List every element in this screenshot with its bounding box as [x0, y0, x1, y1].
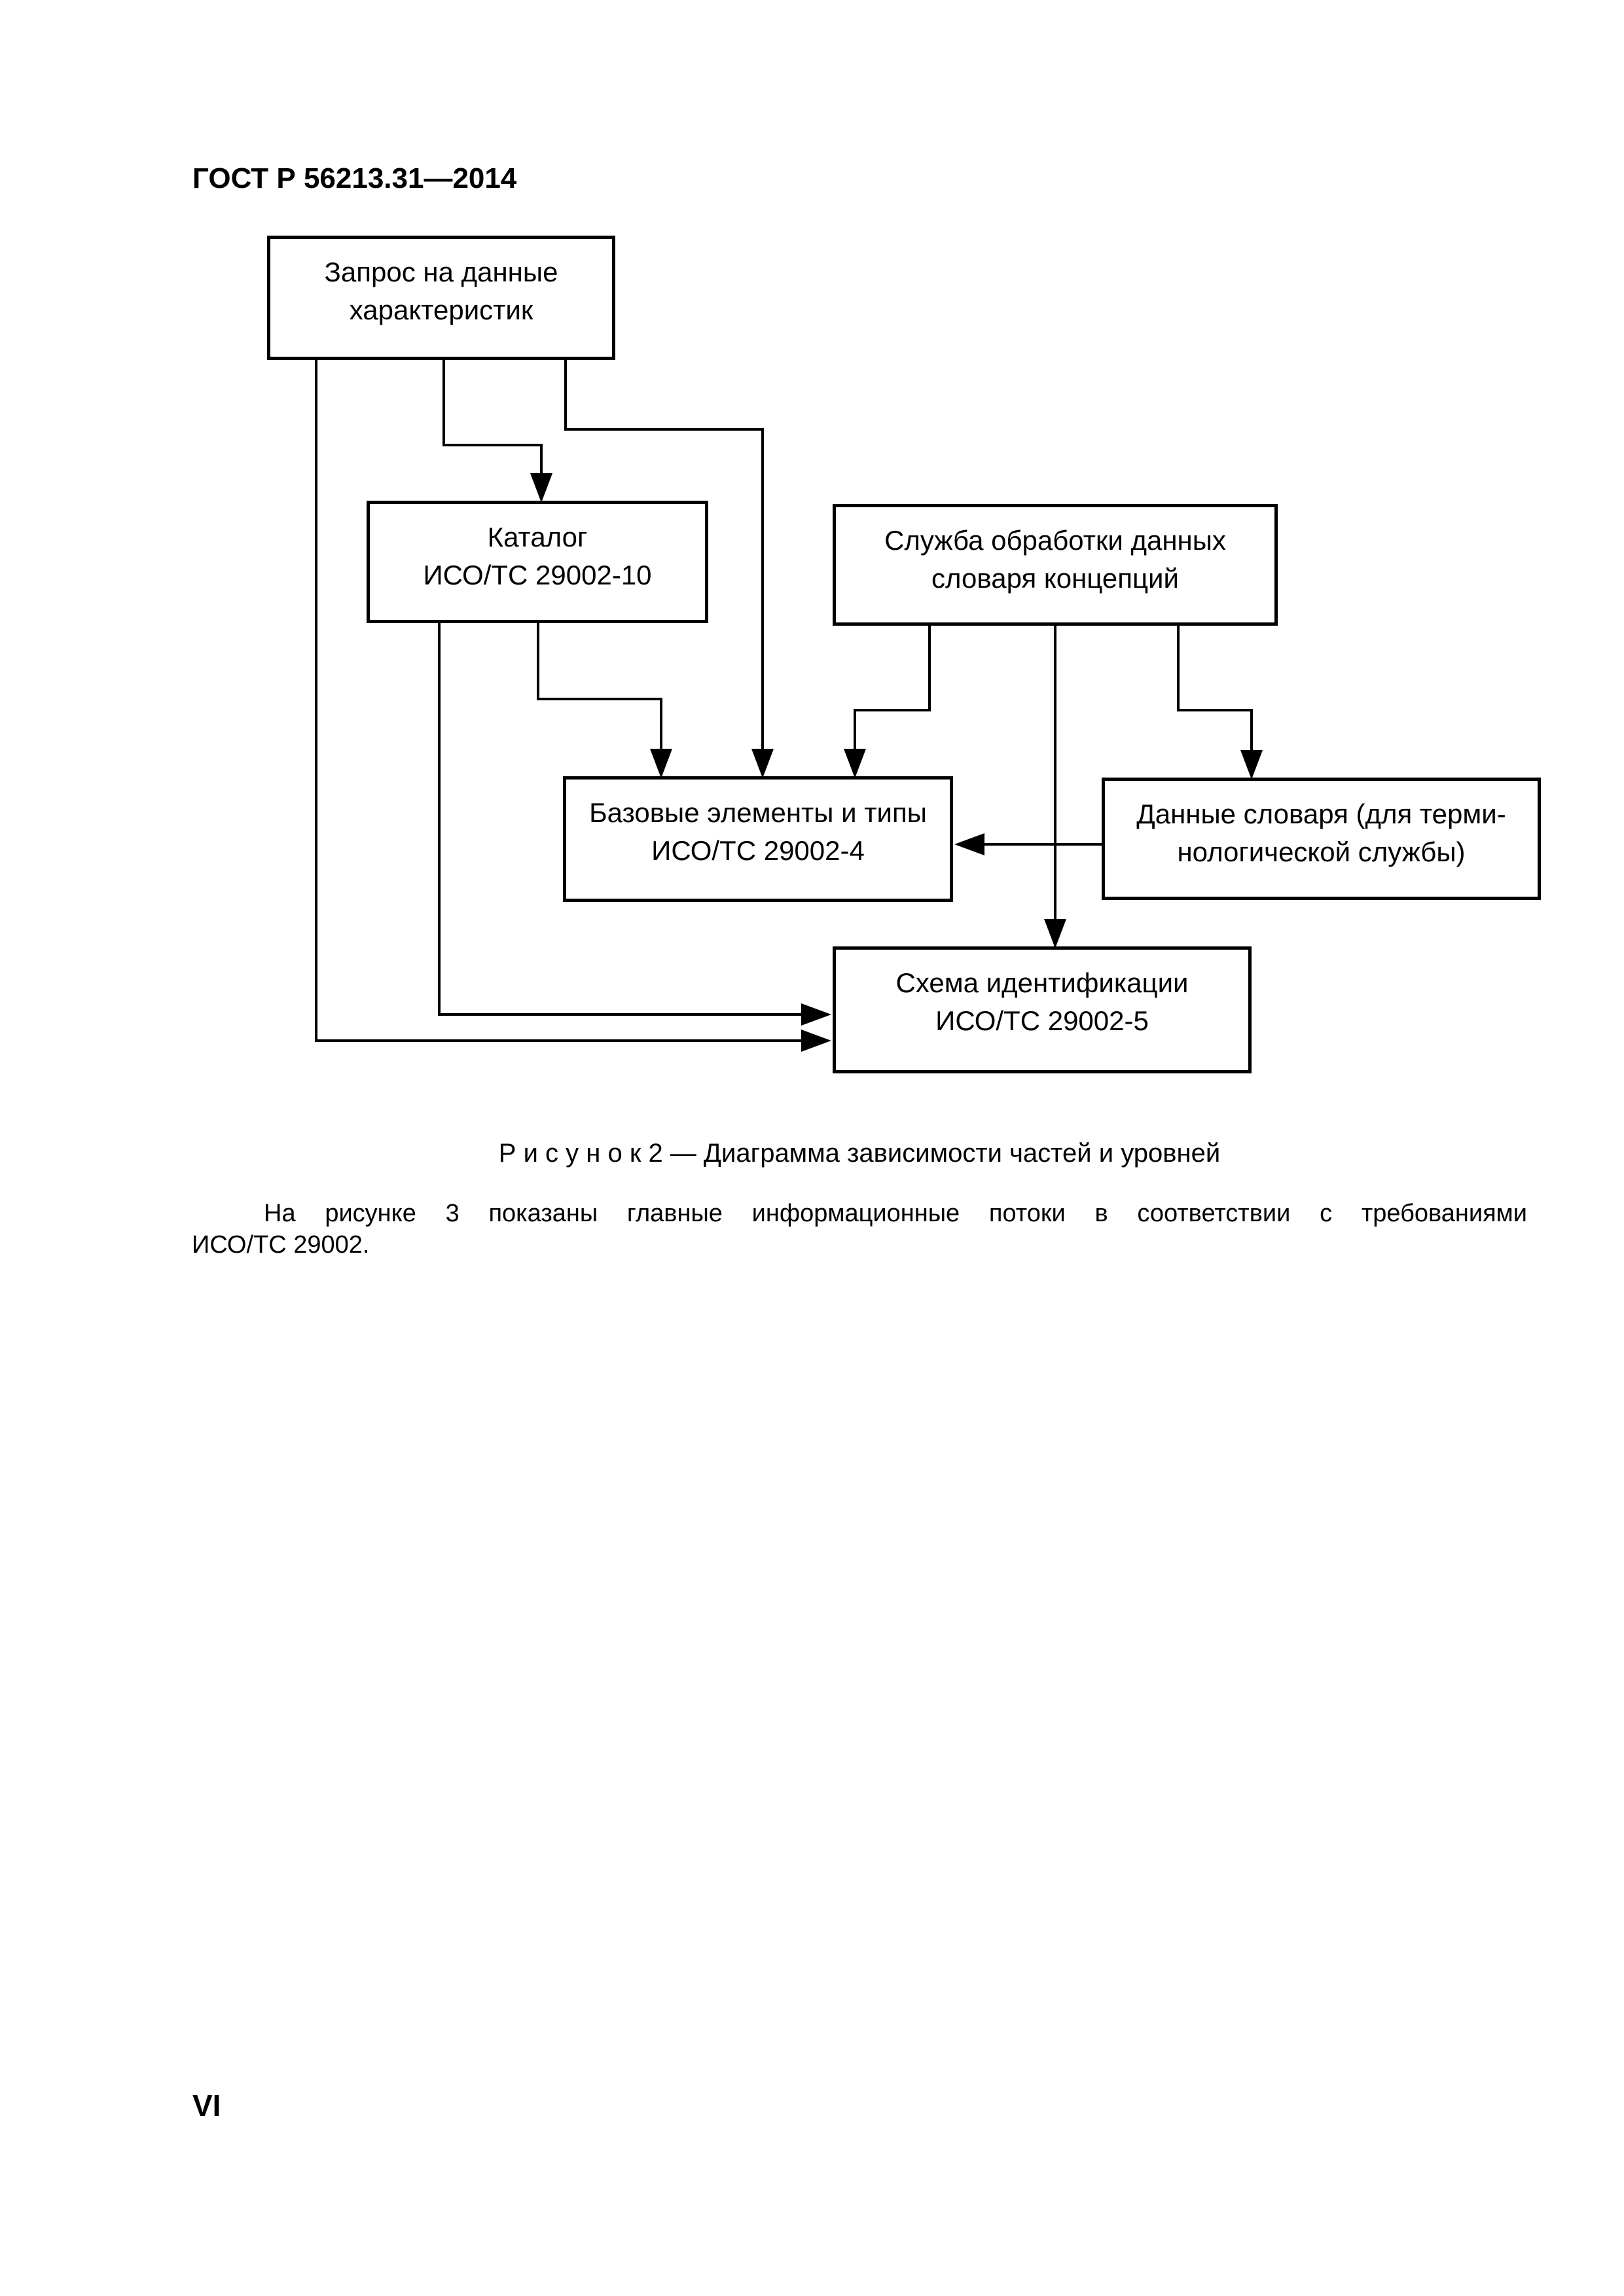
connector-service-to-base-elements [844, 626, 931, 778]
node-dictionary-data-line1: Данные словаря (для терми- [1136, 798, 1506, 829]
connector-dictionary-data-to-base-elements [954, 833, 1103, 855]
connector-service-to-identification [1044, 626, 1066, 948]
node-identification-line1: Схема идентификации [895, 967, 1189, 998]
node-catalog-line1: Каталог [487, 522, 588, 552]
body-paragraph: На рисунке 3 показаны главные информацио… [192, 1198, 1527, 1261]
document-header: ГОСТ Р 56213.31—2014 [192, 162, 517, 194]
node-dictionary-data-line2: нологической службы) [1177, 836, 1466, 867]
node-request-line1: Запрос на данные [324, 257, 558, 287]
node-catalog-line2: ИСО/ТС 29002-10 [423, 560, 652, 590]
connector-catalog-to-identification [438, 623, 831, 1026]
node-request: Запрос на данные характеристик [267, 236, 615, 360]
node-identification-line2: ИСО/ТС 29002-5 [935, 1005, 1149, 1036]
node-base-elements-line1: Базовые элементы и типы [589, 797, 927, 828]
node-identification: Схема идентификации ИСО/ТС 29002-5 [833, 946, 1252, 1073]
node-base-elements-line2: ИСО/ТС 29002-4 [651, 835, 865, 866]
node-request-line2: характеристик [349, 295, 533, 325]
node-base-elements: Базовые элементы и типы ИСО/ТС 29002-4 [563, 776, 953, 902]
connector-request-to-catalog [442, 360, 552, 503]
body-paragraph-line2: ИСО/ТС 29002. [192, 1231, 370, 1259]
connector-catalog-to-base-elements [537, 623, 672, 778]
node-service-line2: словаря концепций [931, 563, 1179, 594]
node-catalog: Каталог ИСО/ТС 29002-10 [367, 501, 708, 623]
figure-caption: Р и с у н о к 2 — Диаграмма зависимости … [498, 1139, 1221, 1168]
node-service: Служба обработки данных словаря концепци… [833, 504, 1278, 626]
node-dictionary-data: Данные словаря (для терми- нологической … [1102, 778, 1541, 900]
connector-request-to-identification [315, 360, 831, 1052]
connector-request-to-base-elements [564, 360, 774, 778]
node-service-line1: Служба обработки данных [884, 525, 1226, 556]
connector-service-to-dictionary-data [1177, 626, 1263, 780]
body-paragraph-line1: На рисунке 3 показаны главные информацио… [264, 1200, 1527, 1227]
page-number: VI [192, 2089, 221, 2123]
